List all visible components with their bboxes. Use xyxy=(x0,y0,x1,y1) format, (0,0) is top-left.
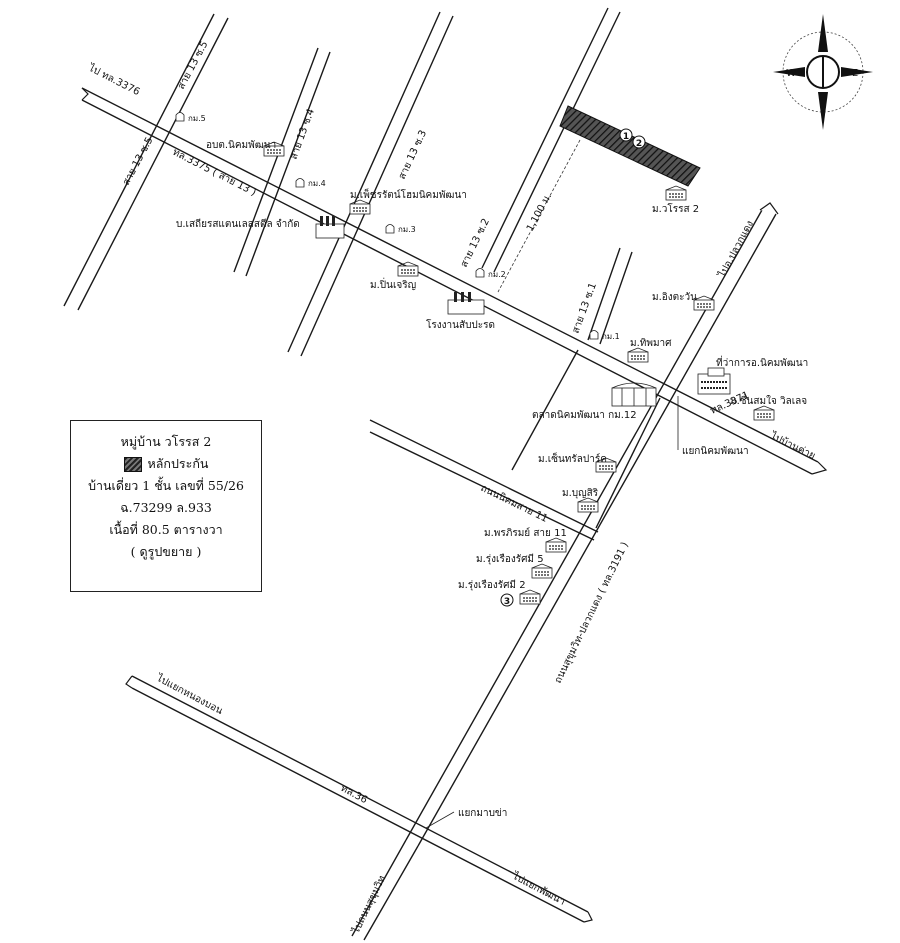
legend-enlarged: ( ดูรูปขยาย ) xyxy=(130,544,202,559)
road-network xyxy=(63,7,828,941)
label-soi13-5-left: สาย 13 ซ.5 xyxy=(121,135,156,187)
collateral-plot xyxy=(559,105,701,187)
svg-text:N: N xyxy=(819,40,826,51)
place-phetcharat: ม.เพ็ชรรัตน์โฮมนิคมพัฒนา xyxy=(349,187,467,215)
place-boonsiri: ม.บุญสิริ xyxy=(562,488,599,513)
svg-text:ม.ปิ่นเจริญ: ม.ปิ่นเจริญ xyxy=(370,277,416,291)
svg-text:ที่ว่าการอ.นิคมพัฒนา: ที่ว่าการอ.นิคมพัฒนา xyxy=(716,355,808,369)
place-junction-maptha: แยกมาบข่า xyxy=(425,808,507,829)
place-district-office: ที่ว่าการอ.นิคมพัฒนา xyxy=(697,355,808,395)
svg-text:กม.3: กม.3 xyxy=(398,225,416,234)
legend-collateral: หลักประกัน xyxy=(147,456,209,471)
hatch-swatch-icon xyxy=(123,456,142,472)
compass-icon: N S W E xyxy=(773,14,873,130)
svg-text:ม.เซ็นทรัลปาร์ค: ม.เซ็นทรัลปาร์ค xyxy=(538,451,607,465)
place-rungruang5: ม.รุ่งเรืองรัศมี 5 xyxy=(476,553,553,579)
legend-area: เนื้อที่ 80.5 ตารางวา xyxy=(109,522,223,537)
km-marker-3: กม.3 xyxy=(385,224,416,234)
km-marker-1: กม.1 xyxy=(589,330,620,341)
svg-text:ม.บุญสิริ: ม.บุญสิริ xyxy=(562,488,599,499)
svg-text:3: 3 xyxy=(504,597,510,607)
svg-text:กม.2: กม.2 xyxy=(488,270,506,279)
svg-text:ม.ทิพมาศ: ม.ทิพมาศ xyxy=(630,338,672,349)
svg-text:1: 1 xyxy=(623,132,629,142)
marker-3: 3 xyxy=(500,593,514,607)
svg-text:บ.เสถียรสแตนเลสสตีล จำกัด: บ.เสถียรสแตนเลสสตีล จำกัด xyxy=(176,218,300,230)
svg-text:ม.พรภิรมย์ สาย 11: ม.พรภิรมย์ สาย 11 xyxy=(484,527,567,539)
legend: หมู่บ้าน วโรรส 2 หลักประกัน บ้านเดี่ยว 1… xyxy=(70,420,262,592)
svg-text:ม.อิงตะวัน: ม.อิงตะวัน xyxy=(652,292,697,303)
place-market: ตลาดนิคมพัฒนา กม.12 xyxy=(532,382,657,421)
km-marker-4: กม.4 xyxy=(295,178,326,188)
label-soi13-3: สาย 13 ซ.3 xyxy=(397,129,429,182)
svg-text:S: S xyxy=(820,96,826,107)
label-to-pluak-daeng: ไปอ.ปลวกแดง xyxy=(716,218,756,280)
label-to-sukhumvit: ไปถนนสุขุมวิท xyxy=(349,874,388,937)
svg-text:ม.เพ็ชรรัตน์โฮมนิคมพัฒนา: ม.เพ็ชรรัตน์โฮมนิคมพัฒนา xyxy=(350,187,467,201)
place-steel: บ.เสถียรสแตนเลสสตีล จำกัด xyxy=(176,216,345,239)
km-marker-2: กม.2 xyxy=(475,268,506,279)
svg-text:แยกนิคมพัฒนา: แยกนิคมพัฒนา xyxy=(682,446,749,457)
place-factory: โรงงานสับปะรด xyxy=(426,292,495,331)
svg-text:กม.1: กม.1 xyxy=(602,332,620,341)
svg-text:ม.รุ่งเรืองรัศมี 5: ม.รุ่งเรืองรัศมี 5 xyxy=(476,553,544,565)
place-obt: อบต.นิคมพัฒนา xyxy=(206,140,285,157)
place-worasa2: ม.วโรรส 2 xyxy=(652,185,699,215)
place-chuensomjai: ม.ชื่นสมใจ วิลเลจ xyxy=(730,393,807,421)
km-marker-5: กม.5 xyxy=(175,112,206,123)
place-pornpirom: ม.พรภิรมย์ สาย 11 xyxy=(484,527,567,553)
label-to-th3376: ไป ทล.3376 xyxy=(86,62,142,99)
label-nikhom-11: ถนนนิคมสาย 11 xyxy=(479,483,550,525)
svg-text:กม.4: กม.4 xyxy=(308,179,326,188)
svg-text:โรงงานสับปะรด: โรงงานสับปะรด xyxy=(426,318,495,331)
place-junction-nikhom: แยกนิคมพัฒนา xyxy=(677,396,749,457)
svg-text:E: E xyxy=(852,68,858,79)
place-ingtawan: ม.อิงตะวัน xyxy=(652,292,715,311)
label-to-ban-khai: ไปบ้านค่าย xyxy=(768,429,818,461)
marker-2: 2 xyxy=(632,135,646,149)
svg-text:อบต.นิคมพัฒนา: อบต.นิคมพัฒนา xyxy=(206,140,276,151)
label-to-nong-bon: ไปแยกหนองบอน xyxy=(154,672,225,718)
svg-text:ม.วโรรส 2: ม.วโรรส 2 xyxy=(652,202,699,215)
place-rungruang2: ม.รุ่งเรืองรัศมี 2 xyxy=(458,579,541,605)
label-soi13-2: สาย 13 ซ.2 xyxy=(459,217,492,269)
label-soi13-5-top: สาย 13 ซ.5 xyxy=(176,39,211,91)
svg-text:ม.ชื่นสมใจ วิลเลจ: ม.ชื่นสมใจ วิลเลจ xyxy=(730,393,807,407)
marker-1: 1 xyxy=(619,128,633,142)
place-thipmas: ม.ทิพมาศ xyxy=(627,338,672,363)
svg-text:แยกมาบข่า: แยกมาบข่า xyxy=(458,808,507,819)
svg-text:ม.รุ่งเรืองรัศมี 2: ม.รุ่งเรืองรัศมี 2 xyxy=(458,579,526,591)
svg-text:W: W xyxy=(786,68,796,79)
legend-collateral-row: หลักประกัน xyxy=(71,453,261,475)
svg-text:ตลาดนิคมพัฒนา กม.12: ตลาดนิคมพัฒนา กม.12 xyxy=(532,410,637,421)
svg-text:2: 2 xyxy=(636,139,642,149)
legend-title: หมู่บ้าน วโรรส 2 xyxy=(120,434,212,449)
place-pinchern: ม.ปิ่นเจริญ xyxy=(370,261,419,291)
legend-house: บ้านเดี่ยว 1 ชั้น เลขที่ 55/26 xyxy=(88,478,244,493)
label-soi13-1: สาย 13 ซ.1 xyxy=(570,281,598,335)
label-sukhumvit: ถนนสุขุมวิท-ปลวกแดง ( ทล.3191 ) xyxy=(553,540,631,685)
place-central-park: ม.เซ็นทรัลปาร์ค xyxy=(538,451,617,473)
svg-text:กม.5: กม.5 xyxy=(188,114,206,123)
legend-deed: ฉ.73299 ล.933 xyxy=(120,500,212,515)
